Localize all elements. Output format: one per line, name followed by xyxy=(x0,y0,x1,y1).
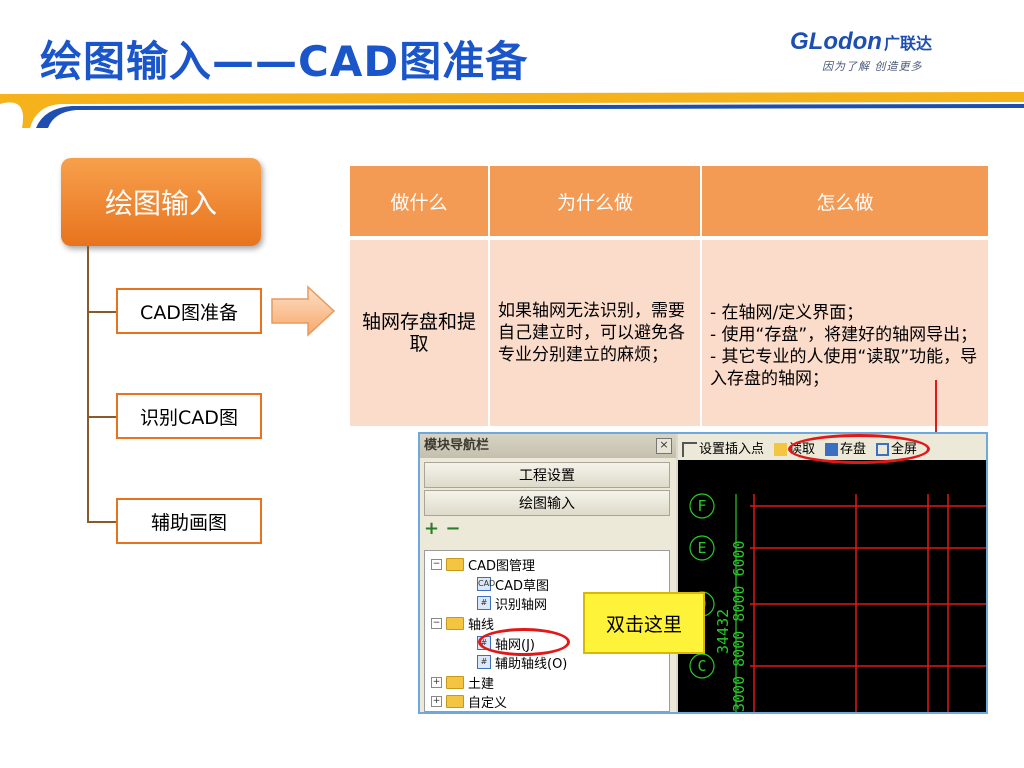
folder-icon xyxy=(446,694,464,708)
expand-collapse-tools[interactable]: + − xyxy=(424,518,461,539)
close-icon[interactable]: × xyxy=(656,438,672,454)
double-click-callout: 双击这里 xyxy=(583,592,705,654)
tree-label: CAD图管理 xyxy=(468,558,535,574)
how-step: - 在轴网/定义界面； xyxy=(710,303,864,323)
axis-label: F xyxy=(697,497,706,515)
axis-label: C xyxy=(697,657,706,675)
tree-node-custom[interactable]: + 自定义 xyxy=(431,692,508,711)
module-nav-title: 模块导航栏 xyxy=(420,434,676,458)
toolbar-label: 设置插入点 xyxy=(699,441,765,457)
info-table: 做什么 为什么做 怎么做 轴网存盘和提取 如果轴网无法识别，需要自己建立时，可以… xyxy=(350,166,988,426)
cell-why: 如果轴网无法识别，需要自己建立时，可以避免各专业分别建立的麻烦； xyxy=(489,236,702,426)
axis-bubble xyxy=(689,535,715,561)
tree-node-cad-manage[interactable]: − CAD图管理 xyxy=(431,555,535,574)
page-title: 绘图输入——CAD图准备 xyxy=(40,37,529,86)
tree-label: CAD草图 xyxy=(495,578,549,594)
tree-node-axis-group[interactable]: − 轴线 xyxy=(431,614,495,633)
grid-icon: # xyxy=(477,655,491,669)
collapse-icon[interactable]: − xyxy=(431,617,442,629)
tree-label: 轴线 xyxy=(468,617,495,633)
set-insert-point-button[interactable]: 设置插入点 xyxy=(682,438,764,457)
table-row: 轴网存盘和提取 如果轴网无法识别，需要自己建立时，可以避免各专业分别建立的麻烦；… xyxy=(350,236,988,426)
cell-how: - 在轴网/定义界面； - 使用“存盘”，将建好的轴网导出； - 其它专业的人使… xyxy=(701,236,988,426)
tree-label: 自定义 xyxy=(468,695,508,711)
toolbar-highlight-ellipse xyxy=(788,434,930,464)
folder-icon xyxy=(446,675,464,689)
folder-icon xyxy=(446,616,464,630)
tree-label: 土建 xyxy=(468,676,495,692)
dimension-text: 3000 8000 8000 6000 xyxy=(730,540,748,712)
cad-canvas[interactable]: F E D C 3000 8000 8000 6000 34432 xyxy=(678,434,986,712)
nav-item-recognize-cad[interactable]: 识别CAD图 xyxy=(116,393,262,439)
nav-item-cad-prep[interactable]: CAD图准备 xyxy=(116,288,262,334)
axis-grid xyxy=(750,494,986,712)
folder-icon xyxy=(446,557,464,571)
tree-branch xyxy=(87,311,116,313)
crosshair-icon xyxy=(682,441,697,457)
logo-wordmark: GLodon xyxy=(790,28,882,55)
yellow-stripe xyxy=(0,92,1024,128)
drawing-input-button[interactable]: 绘图输入 xyxy=(424,490,670,516)
tree-node-recognize-axis[interactable]: # 识别轴网 xyxy=(477,594,548,613)
dimension-total: 34432 xyxy=(714,609,732,654)
expand-icon[interactable]: + xyxy=(431,695,442,707)
tree-label: 辅助轴线(O) xyxy=(495,656,568,672)
header-why: 为什么做 xyxy=(489,166,702,238)
axis-label: E xyxy=(697,539,706,557)
axis-bubble xyxy=(689,653,715,679)
header-how: 怎么做 xyxy=(701,166,988,238)
collapse-icon[interactable]: − xyxy=(431,558,442,570)
tree-node-civil[interactable]: + 土建 xyxy=(431,673,495,692)
grid-icon: # xyxy=(477,596,491,610)
logo-chinese: 广联达 xyxy=(883,34,932,53)
tree-branch xyxy=(87,521,116,523)
tree-branch xyxy=(87,416,116,418)
how-step: - 其它专业的人使用“读取”功能，导入存盘的轴网； xyxy=(710,347,978,389)
logo-slogan: 因为了解 创造更多 xyxy=(822,60,923,73)
right-arrow-icon xyxy=(271,285,336,337)
tree-label: 识别轴网 xyxy=(495,597,548,613)
cad-drawing: F E D C 3000 8000 8000 6000 34432 xyxy=(689,493,986,712)
project-settings-button[interactable]: 工程设置 xyxy=(424,462,670,488)
header-band xyxy=(0,92,1024,128)
axis-bubble xyxy=(689,493,715,519)
cad-icon: CAD xyxy=(477,577,495,591)
how-step: - 使用“存盘”，将建好的轴网导出； xyxy=(710,325,978,345)
nav-item-aux-drawing[interactable]: 辅助画图 xyxy=(116,498,262,544)
header-what: 做什么 xyxy=(350,166,490,238)
tree-node-aux-axis[interactable]: # 辅助轴线(O) xyxy=(477,653,568,672)
cell-what: 轴网存盘和提取 xyxy=(350,236,490,426)
open-folder-icon xyxy=(774,442,788,456)
highlight-ellipse xyxy=(478,628,570,656)
blue-stripe xyxy=(36,104,1024,128)
main-node-drawing-input[interactable]: 绘图输入 xyxy=(61,158,261,246)
expand-icon[interactable]: + xyxy=(431,676,442,688)
tree-trunk xyxy=(87,246,89,522)
